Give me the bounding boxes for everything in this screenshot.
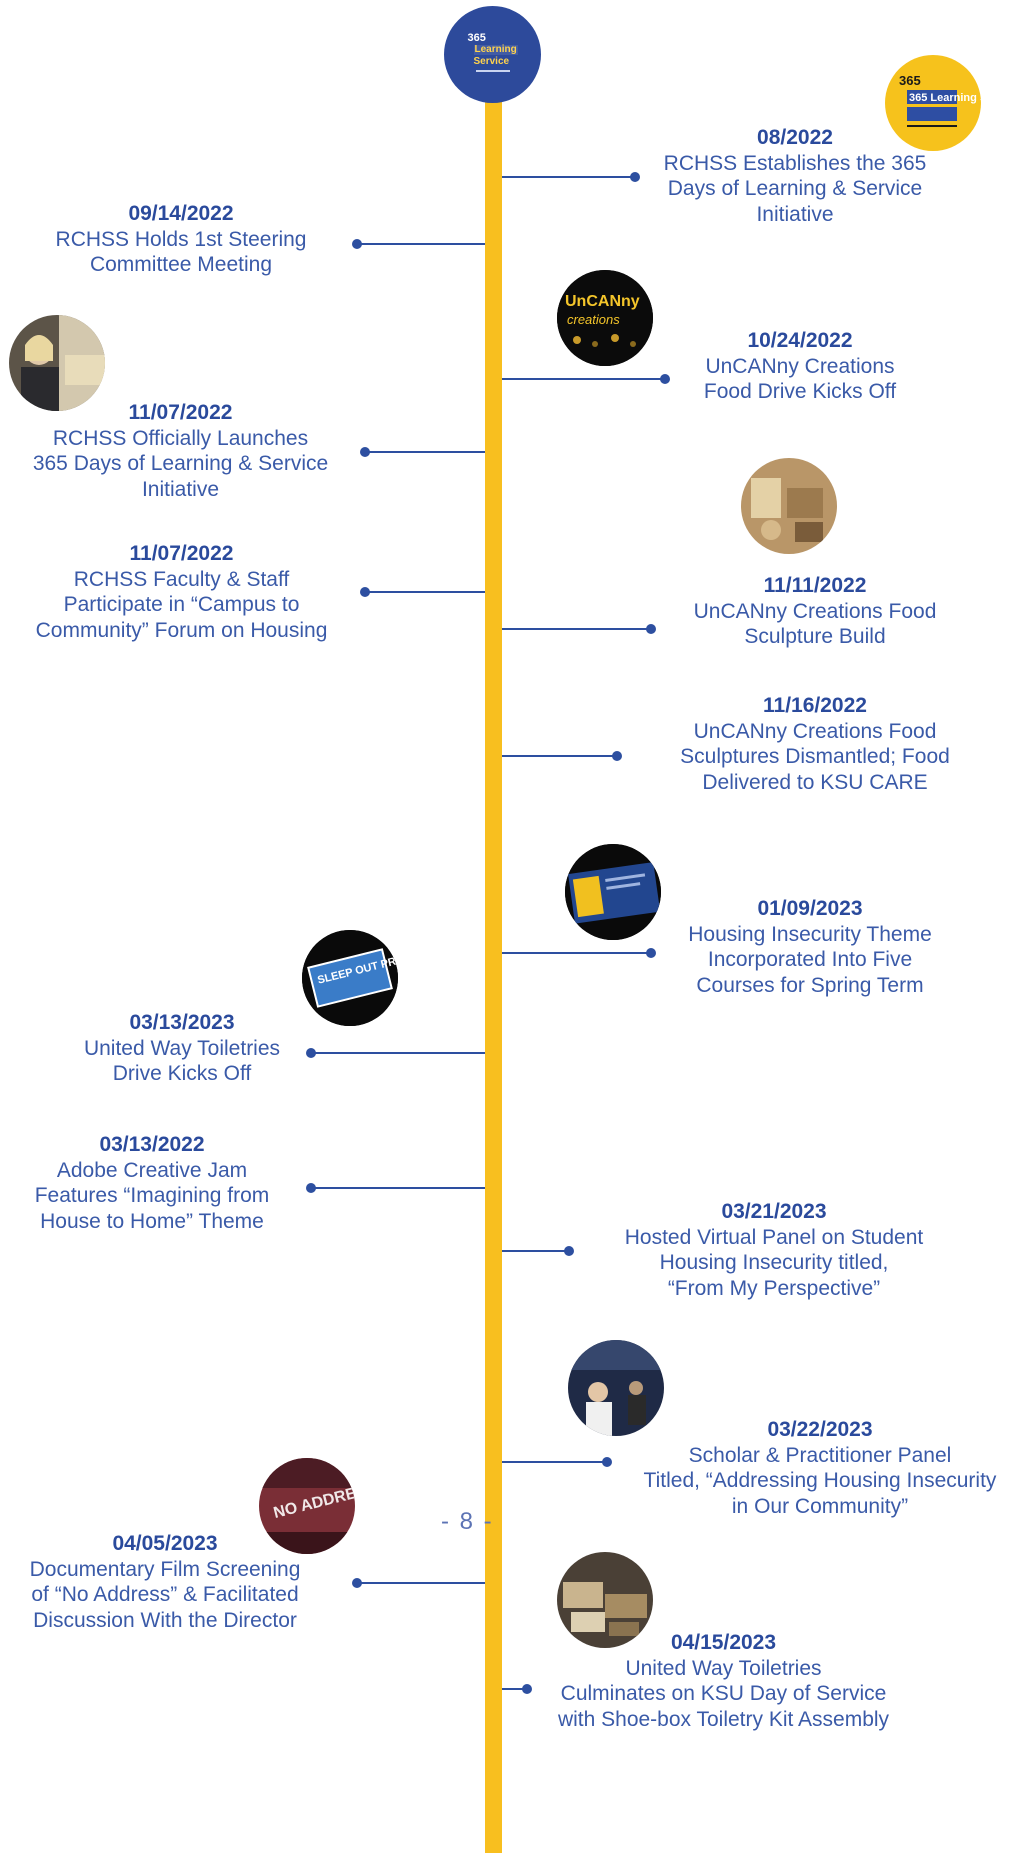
- program-logo: 365 Learning Service: [444, 6, 541, 103]
- timeline-entry: 03/13/2023 United Way Toiletries Drive K…: [32, 1010, 332, 1087]
- entry-date: 11/07/2022: [129, 542, 234, 565]
- connector-dot: [306, 1048, 316, 1058]
- entry-description: RCHSS Faculty & Staff Participate in “Ca…: [35, 567, 328, 642]
- connector-7: [502, 755, 616, 757]
- speaker-photo: [9, 315, 105, 411]
- entry-description: UnCANny Creations Food Drive Kicks Off: [703, 354, 897, 404]
- entry-description: Adobe Creative Jam Features “Imagining f…: [34, 1158, 270, 1233]
- course-slide-photo: [565, 844, 661, 940]
- entry-date: 11/07/2022: [128, 401, 233, 424]
- timeline-entry: 11/11/2022 UnCANny Creations Food Sculpt…: [655, 573, 975, 650]
- connector-4: [364, 451, 485, 453]
- connector-2: [357, 243, 485, 245]
- timeline-entry: 03/22/2023 Scholar & Practitioner Panel …: [615, 1417, 1025, 1519]
- connector-13: [357, 1582, 485, 1584]
- entry-date: 04/15/2023: [670, 1631, 777, 1654]
- entry-description: United Way Toiletries Drive Kicks Off: [83, 1036, 281, 1086]
- connector-9: [311, 1052, 485, 1054]
- entry-description: UnCANny Creations Food Sculptures Disman…: [680, 719, 950, 794]
- timeline-entry: 11/07/2022 RCHSS Officially Launches 365…: [8, 400, 353, 502]
- sleep-out-project-photo: SLEEP OUT PROJECT: [302, 930, 398, 1026]
- connector-8: [502, 952, 650, 954]
- toiletry-kits-photo: [557, 1552, 653, 1648]
- timeline-entry: 11/16/2022 UnCANny Creations Food Sculpt…: [640, 693, 990, 795]
- connector-dot: [660, 374, 670, 384]
- entry-description: Hosted Virtual Panel on Student Housing …: [624, 1225, 924, 1300]
- entry-date: 03/22/2023: [767, 1418, 873, 1441]
- timeline-entry: 11/07/2022 RCHSS Faculty & Staff Partici…: [4, 541, 359, 643]
- svg-text:creations: creations: [567, 312, 620, 327]
- entry-date: 03/13/2022: [99, 1133, 205, 1156]
- entry-date: 08/2022: [757, 126, 833, 149]
- entry-description: Documentary Film Screening of “No Addres…: [29, 1557, 301, 1632]
- timeline-entry: 01/09/2023 Housing Insecurity Theme Inco…: [650, 896, 970, 998]
- entry-date: 09/14/2022: [128, 202, 234, 225]
- timeline-entry: 03/21/2023 Hosted Virtual Panel on Stude…: [589, 1199, 959, 1301]
- logo-word-service: Service: [473, 55, 510, 67]
- entry-description: Scholar & Practitioner Panel Titled, “Ad…: [643, 1443, 997, 1518]
- entry-description: RCHSS Establishes the 365 Days of Learni…: [663, 151, 927, 226]
- connector-dot: [646, 624, 656, 634]
- connector-6: [502, 628, 650, 630]
- connector-5: [364, 591, 485, 593]
- entry-date: 10/24/2022: [747, 329, 853, 352]
- connector-dot: [352, 239, 362, 249]
- entry-date: 03/21/2023: [721, 1200, 827, 1223]
- entry-description: Housing Insecurity Theme Incorporated In…: [688, 922, 932, 997]
- connector-dot: [522, 1684, 532, 1694]
- connector-dot: [630, 172, 640, 182]
- connector-1: [502, 176, 634, 178]
- entry-description: UnCANny Creations Food Sculpture Build: [693, 599, 937, 649]
- entry-date: 04/05/2023: [112, 1532, 218, 1555]
- timeline-entry: 04/05/2023 Documentary Film Screening of…: [4, 1531, 326, 1633]
- page-number: - 8 -: [441, 1508, 494, 1535]
- connector-dot: [360, 587, 370, 597]
- timeline-entry: 03/13/2022 Adobe Creative Jam Features “…: [6, 1132, 298, 1234]
- entry-description: RCHSS Officially Launches 365 Days of Le…: [32, 426, 329, 501]
- connector-dot: [564, 1246, 574, 1256]
- connector-dot: [602, 1457, 612, 1467]
- connector-dot: [306, 1183, 316, 1193]
- connector-dot: [360, 447, 370, 457]
- food-sculpture-photo: [741, 458, 837, 554]
- connector-dot: [352, 1578, 362, 1588]
- connector-10: [311, 1187, 485, 1189]
- svg-text:365: 365: [899, 73, 921, 88]
- entry-description: RCHSS Holds 1st Steering Committee Meeti…: [55, 227, 307, 277]
- logo-photo-label: 365 Learning Service: [909, 92, 981, 104]
- connector-3: [502, 378, 662, 380]
- connector-11: [502, 1250, 568, 1252]
- logo-word-learning: Learning: [473, 43, 518, 55]
- timeline-spine: [485, 80, 502, 1853]
- timeline-entry: 08/2022 RCHSS Establishes the 365 Days o…: [630, 125, 960, 227]
- connector-12: [502, 1461, 606, 1463]
- svg-text:UnCANny: UnCANny: [565, 293, 640, 310]
- entry-date: 03/13/2023: [129, 1011, 235, 1034]
- entry-date: 11/16/2022: [763, 694, 867, 717]
- timeline-entry: 09/14/2022 RCHSS Holds 1st Steering Comm…: [16, 201, 346, 278]
- connector-dot: [646, 948, 656, 958]
- uncanny-creations-photo: UnCANny creations: [557, 270, 653, 366]
- 365-days-logo-photo: 365 365 Learning Service: [885, 55, 981, 151]
- timeline-entry: 10/24/2022 UnCANny Creations Food Drive …: [640, 328, 960, 405]
- logo-mark: 365 Learning Service: [467, 31, 518, 77]
- timeline-entry: 04/15/2023 United Way Toiletries Culmina…: [526, 1630, 921, 1732]
- connector-dot: [612, 751, 622, 761]
- entry-description: United Way Toiletries Culminates on KSU …: [557, 1656, 890, 1731]
- entry-date: 11/11/2022: [763, 574, 867, 597]
- entry-date: 01/09/2023: [757, 897, 863, 920]
- logo-number: 365: [467, 31, 486, 44]
- connector-14: [502, 1688, 526, 1690]
